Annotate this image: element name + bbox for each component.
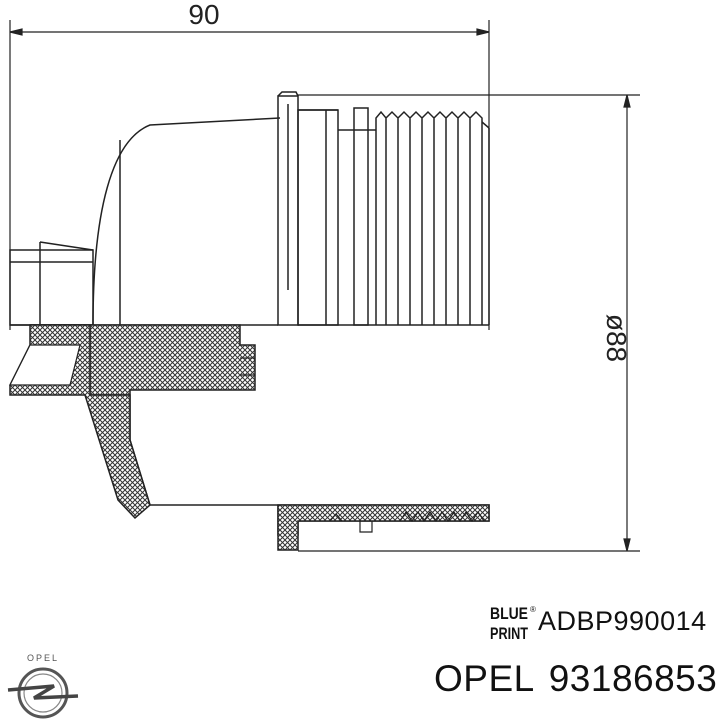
opel-logo-icon: OPEL <box>7 653 79 719</box>
dimension-diameter <box>298 94 640 552</box>
dimension-length-label: 90 <box>188 0 219 30</box>
svg-text:®: ® <box>530 605 536 614</box>
oem-maker: OPEL <box>434 658 535 699</box>
dimension-length <box>9 20 490 330</box>
oem-number: 93186853 <box>548 658 718 699</box>
opel-logo-text: OPEL <box>27 653 59 663</box>
blueprint-logo-icon: BLUE PRINT ® <box>490 604 536 643</box>
housing-section <box>9 324 490 551</box>
brand-line2: PRINT <box>490 624 528 643</box>
part-number: ADBP990014 <box>538 606 707 636</box>
housing-outline <box>9 91 490 326</box>
dimension-diameter-label: ø88 <box>601 314 632 362</box>
brand-line1: BLUE <box>490 604 528 623</box>
section-details <box>9 344 485 533</box>
oem-reference: OPEL 93186853 <box>434 658 717 700</box>
